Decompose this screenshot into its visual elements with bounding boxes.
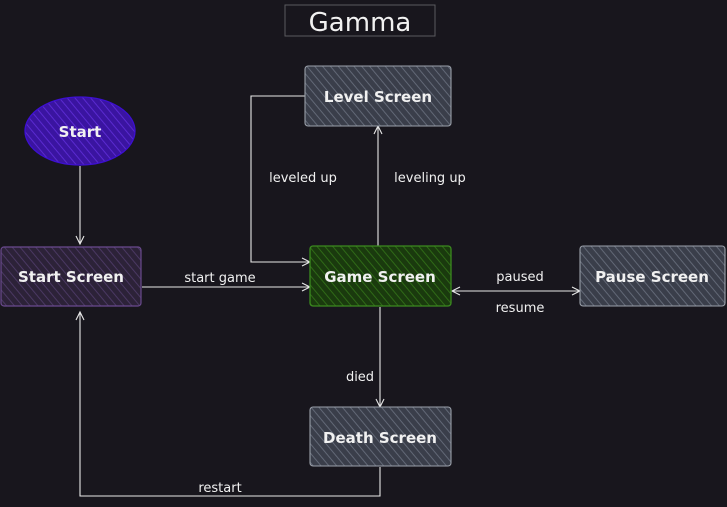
level-screen-box [304, 65, 452, 127]
level-screen-label: Level Screen [324, 88, 432, 106]
label-died: died [346, 370, 374, 385]
start-ellipse [24, 96, 136, 166]
pause-screen-box [579, 245, 726, 307]
diagram-title: Gamma [284, 4, 436, 38]
edge-restart [79, 313, 381, 497]
label-resume: resume [496, 301, 545, 316]
label-restart: restart [198, 481, 241, 496]
title-text: Gamma [309, 8, 412, 38]
game-screen-box [309, 245, 452, 307]
arrowhead-game-screen-right [450, 286, 461, 296]
game-screen-label: Game Screen [324, 268, 436, 286]
title-frame [284, 4, 436, 37]
node-start[interactable]: Start [24, 96, 136, 166]
node-pause-screen[interactable]: Pause Screen [579, 245, 726, 307]
start-label: Start [59, 123, 102, 141]
edge-labels: start game leveled up leveling up paused… [184, 171, 544, 496]
node-level-screen[interactable]: Level Screen [304, 65, 452, 127]
label-leveling-up: leveling up [394, 171, 466, 186]
node-start-screen[interactable]: Start Screen [0, 246, 142, 307]
arrowhead-start-screen-bottom [75, 310, 85, 321]
pause-screen-label: Pause Screen [595, 268, 709, 286]
start-screen-label: Start Screen [18, 268, 124, 286]
label-paused: paused [496, 270, 543, 285]
node-death-screen[interactable]: Death Screen [309, 406, 452, 467]
start-screen-box [0, 246, 142, 307]
label-leveled-up: leveled up [269, 171, 337, 186]
arrowhead-start-screen [75, 235, 85, 246]
death-screen-label: Death Screen [323, 429, 437, 447]
death-screen-box [309, 406, 452, 467]
label-start-game: start game [184, 271, 255, 286]
node-game-screen[interactable]: Game Screen [309, 245, 452, 307]
edge-leveled-up [250, 95, 309, 263]
